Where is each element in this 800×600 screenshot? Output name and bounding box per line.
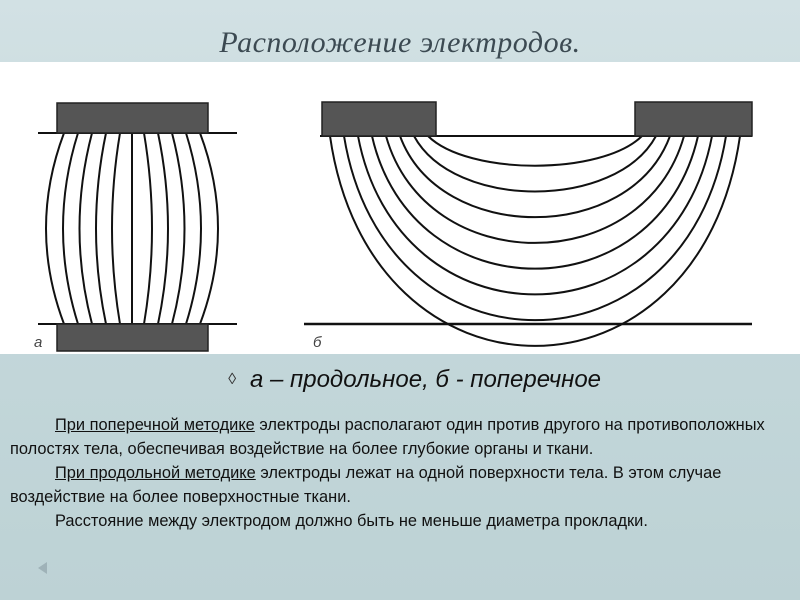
paragraph-distance: Расстояние между электродом должно быть … xyxy=(10,509,790,533)
term-transverse: При поперечной методике xyxy=(55,416,255,434)
electrode-b-left xyxy=(321,101,437,137)
field-line-a-left xyxy=(78,132,93,325)
slide-title: Расположение электродов. xyxy=(219,26,581,59)
paragraph-transverse-text: электроды располагают один против другог… xyxy=(10,416,765,458)
figure-b: б xyxy=(304,101,753,351)
field-line-a-left xyxy=(45,132,65,325)
electrode-a-bottom xyxy=(56,323,209,352)
field-line-a-right xyxy=(157,132,169,325)
electrode-diagram: а б xyxy=(0,62,800,354)
label-b: б xyxy=(313,334,322,351)
paragraph-distance-text: Расстояние между электродом должно быть … xyxy=(55,512,648,530)
label-a: а xyxy=(34,334,42,351)
electrode-diagram-svg: а б xyxy=(34,101,753,352)
field-line-b-arc xyxy=(343,135,727,321)
caption: ◊ а – продольное, б - поперечное xyxy=(228,366,601,394)
field-line-a-right xyxy=(199,132,219,325)
term-longitudinal: При продольной методике xyxy=(55,464,256,482)
field-line-a-left xyxy=(111,132,121,325)
field-line-a-right xyxy=(143,132,153,325)
field-line-b-arc xyxy=(329,135,741,347)
field-line-a-right xyxy=(171,132,186,325)
body-text: При поперечной методике электроды распол… xyxy=(10,413,790,533)
field-line-a-left xyxy=(62,132,79,325)
prev-slide-icon[interactable] xyxy=(38,562,47,574)
field-line-b-arc xyxy=(399,135,671,218)
caption-text: а – продольное, б - поперечное xyxy=(250,366,602,393)
paragraph-longitudinal-text: электроды лежат на одной поверхности тел… xyxy=(10,464,722,506)
field-line-a-left xyxy=(95,132,107,325)
field-line-a-right xyxy=(185,132,202,325)
paragraph-transverse: При поперечной методике электроды распол… xyxy=(10,413,790,461)
figure-a: а xyxy=(34,102,237,352)
field-line-b-arc xyxy=(413,135,657,193)
bullet-icon: ◊ xyxy=(228,371,236,388)
electrode-a-top xyxy=(56,102,209,134)
paragraph-longitudinal: При продольной методике электроды лежат … xyxy=(10,461,790,509)
field-line-b-arc xyxy=(371,135,699,270)
field-line-b-arc xyxy=(385,135,685,244)
field-line-b-arc xyxy=(427,135,643,167)
electrode-b-right xyxy=(634,101,753,137)
field-line-b-arc xyxy=(357,135,713,296)
